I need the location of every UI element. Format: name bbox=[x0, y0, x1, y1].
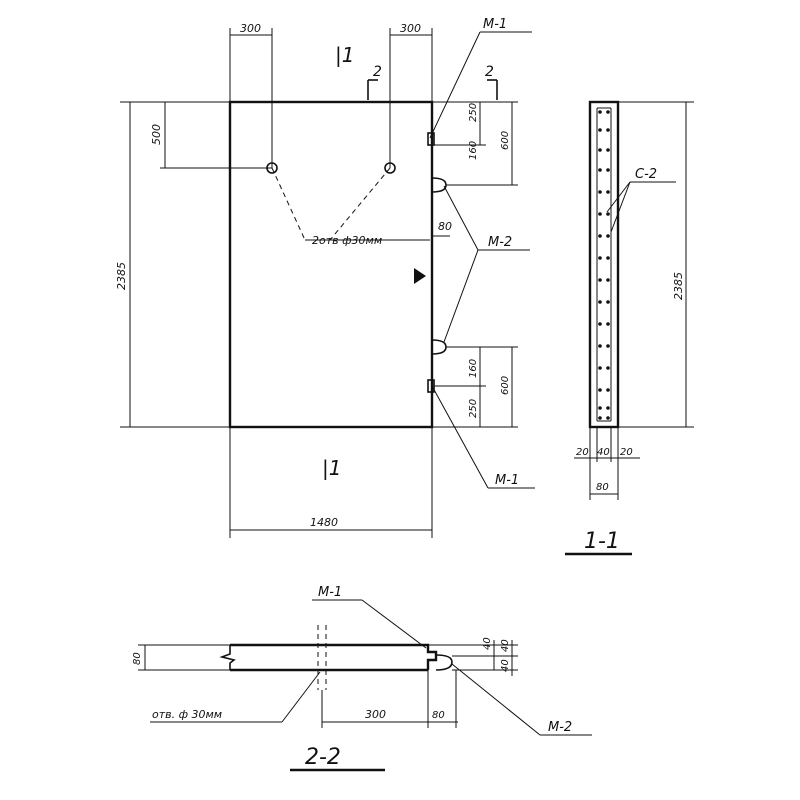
cut-mark-2-left-label: 2 bbox=[373, 64, 382, 80]
s22-m2-loop bbox=[435, 654, 453, 671]
hole-left bbox=[266, 162, 278, 174]
dim-left-2385: 2385 bbox=[115, 262, 128, 290]
dim-right-top-600: 600 bbox=[500, 131, 511, 150]
label-c2: C-2 bbox=[635, 167, 657, 182]
leader-m1-top-diag bbox=[429, 31, 481, 139]
dim-s22-40-mid: 40 bbox=[500, 639, 511, 652]
dim-right-top-160: 160 bbox=[468, 141, 479, 160]
section-mark-1-bottom: |1 bbox=[322, 456, 341, 480]
label-m1-bottom: M-1 bbox=[495, 473, 519, 488]
dim-s22-80: 80 bbox=[432, 710, 445, 721]
leader-m1-bottom-diag bbox=[431, 385, 489, 489]
dim-right-bot-600: 600 bbox=[500, 376, 511, 395]
dim-left-500: 500 bbox=[150, 124, 163, 145]
leader-c2-b bbox=[610, 181, 631, 233]
dim-s22-300: 300 bbox=[365, 708, 386, 721]
s22-right-profile bbox=[422, 643, 438, 670]
label-m2-section: M-2 bbox=[548, 720, 572, 735]
cut-mark-2-right: 2 bbox=[485, 64, 498, 100]
s22-break-mark bbox=[219, 645, 236, 670]
dim-section-20a: 20 bbox=[576, 447, 589, 458]
label-hole-section: отв. ф 30мм bbox=[152, 708, 222, 721]
dim-section-40: 40 bbox=[597, 447, 610, 458]
orientation-triangle bbox=[414, 268, 426, 284]
main-elevation: 300 300 |1 2 2 M-1 500 2385 bbox=[115, 17, 535, 538]
dim-section-80: 80 bbox=[596, 482, 609, 493]
section-mark-1-top: |1 bbox=[335, 43, 354, 67]
leader-c2-a bbox=[606, 181, 631, 213]
m2-loop-top bbox=[431, 177, 447, 193]
panel-outline bbox=[228, 100, 434, 429]
dim-s22-80-left: 80 bbox=[132, 652, 143, 665]
leader-m2-section-diag bbox=[451, 663, 541, 736]
label-m1-section: M-1 bbox=[318, 585, 342, 600]
m2-loop-bottom bbox=[431, 339, 447, 355]
dim-right-bot-250: 250 bbox=[468, 399, 479, 418]
leader-hole-right bbox=[329, 167, 391, 241]
dim-top-left: 300 bbox=[240, 22, 261, 35]
cut-mark-2-left: 2 bbox=[367, 64, 382, 100]
section-title-1-1: 1-1 bbox=[584, 529, 620, 554]
cut-mark-2-right-label: 2 bbox=[485, 64, 494, 80]
dim-s22-40-top: 40 bbox=[482, 637, 493, 650]
dim-bottom-1480: 1480 bbox=[310, 516, 338, 529]
label-m1-top: M-1 bbox=[483, 17, 507, 32]
leader-m2-bottom bbox=[443, 249, 479, 343]
section-title-2-2: 2-2 bbox=[305, 745, 341, 770]
label-m2-main: M-2 bbox=[488, 235, 512, 250]
leader-hole-left bbox=[271, 167, 306, 241]
dim-right-bot-160: 160 bbox=[468, 359, 479, 378]
section-1-1-outline bbox=[588, 100, 620, 429]
dim-hole-80: 80 bbox=[438, 220, 452, 233]
leader-m2-top bbox=[443, 185, 479, 251]
dim-right-top-250: 250 bbox=[468, 103, 479, 122]
dim-top-right: 300 bbox=[400, 22, 421, 35]
m1-plate-top bbox=[427, 132, 435, 146]
dim-section-20b: 20 bbox=[620, 447, 633, 458]
section-2-2: 80 40 40 40 M-1 M-2 отв. ф 30мм 300 80 2… bbox=[132, 585, 592, 772]
dim-s22-40-bot: 40 bbox=[500, 659, 511, 672]
dim-section-2385: 2385 bbox=[672, 272, 685, 300]
leader-m1-section-diag bbox=[361, 599, 427, 649]
leader-hole-section-diag bbox=[281, 671, 321, 723]
section-1-1: C-2 2385 20 40 20 80 1-1 bbox=[565, 100, 694, 556]
hole-right bbox=[384, 162, 396, 174]
rebar-dots bbox=[598, 110, 610, 420]
label-holes-main: 2отв ф30мм bbox=[312, 234, 382, 247]
